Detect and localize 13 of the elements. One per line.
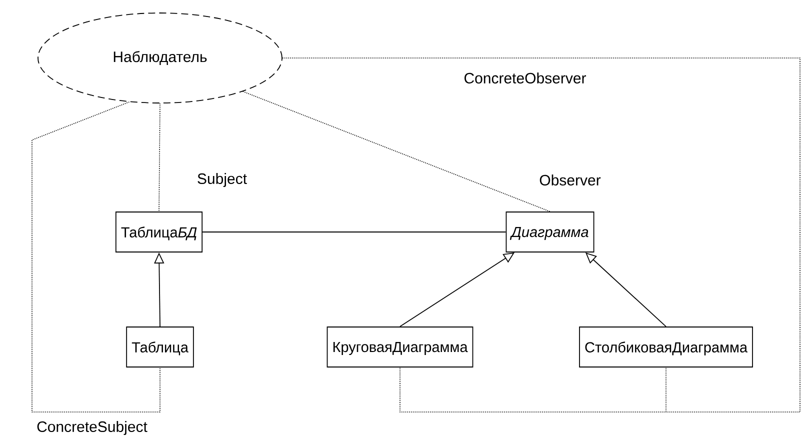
connector-line bbox=[158, 103, 160, 212]
class-box: ТаблицаБД bbox=[115, 212, 203, 252]
class-box: СтолбиковаяДиаграмма bbox=[579, 326, 753, 368]
class-box: КруговаяДиаграмма bbox=[326, 326, 474, 368]
class-box: Диаграмма bbox=[506, 212, 594, 252]
class-box: Таблица bbox=[126, 326, 194, 368]
connector-line bbox=[32, 102, 160, 412]
connector-line bbox=[242, 91, 550, 212]
edge-label: ConcreteSubject bbox=[36, 420, 148, 436]
edge-label: Observer bbox=[538, 174, 602, 186]
edge-label: Subject bbox=[196, 172, 248, 188]
connector-line bbox=[282, 58, 800, 412]
edge-label: ConcreteObserver bbox=[462, 72, 588, 84]
